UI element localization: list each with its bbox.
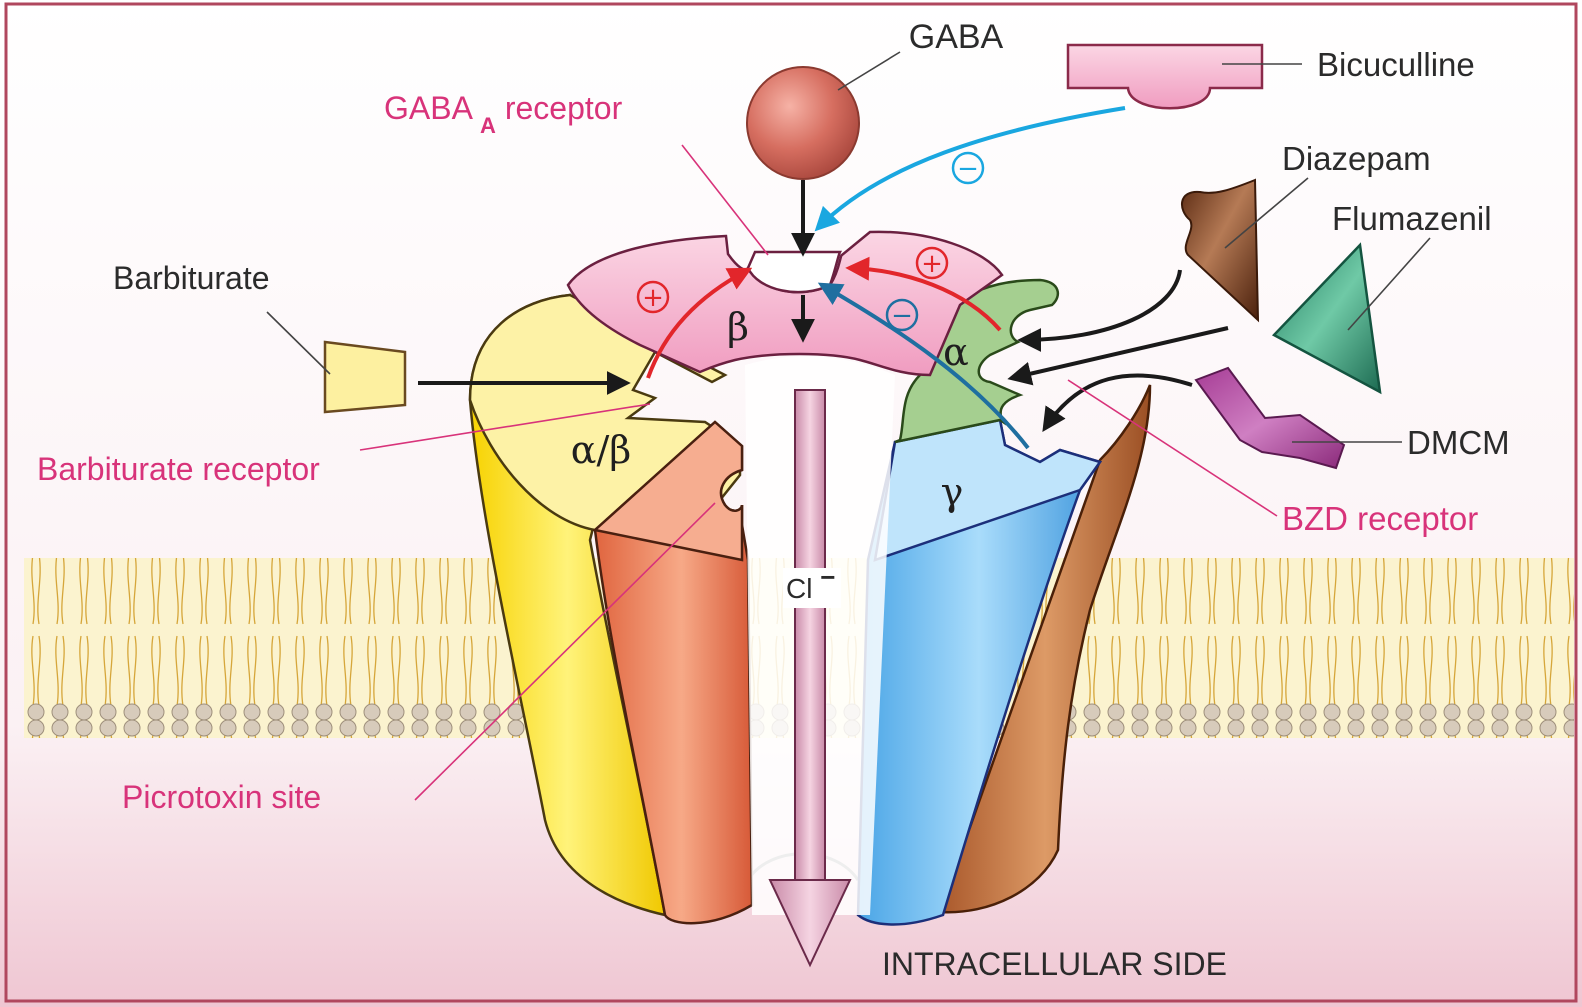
beta-subunit-label: β	[727, 305, 749, 349]
svg-text:+: +	[642, 283, 664, 313]
alpha-subunit-label: α	[943, 330, 969, 374]
chloride-symbol: Cl	[786, 573, 812, 604]
svg-text:−: −	[891, 301, 913, 331]
minus-sign-bicuculline: −	[953, 153, 983, 184]
bzd-receptor-label: BZD receptor	[1282, 500, 1478, 537]
gamma-subunit-label: γ	[941, 470, 964, 514]
gaba-label: GABA	[909, 18, 1004, 56]
bicuculline-label: Bicuculline	[1317, 46, 1475, 83]
diazepam-label: Diazepam	[1282, 140, 1431, 177]
barbiturate-receptor-label: Barbiturate receptor	[37, 451, 320, 487]
barbiturate-trapezoid-icon	[325, 342, 405, 412]
gaba-a-receptor-subscript: A	[480, 113, 496, 138]
svg-text:+: +	[921, 249, 943, 279]
gaba-a-receptor-main: GABA	[384, 90, 474, 126]
intracellular-side-label: INTRACELLULAR SIDE	[882, 946, 1227, 982]
plus-sign-bzd: +	[917, 248, 947, 279]
picrotoxin-site-label: Picrotoxin site	[122, 779, 321, 815]
alpha-beta-subunit-label: α/β	[571, 428, 631, 472]
barbiturate-label: Barbiturate	[113, 260, 270, 296]
flumazenil-label: Flumazenil	[1332, 200, 1492, 237]
chloride-charge: −	[820, 562, 835, 592]
svg-text:−: −	[957, 154, 979, 184]
gaba-a-receptor-suffix: receptor	[505, 90, 623, 126]
gaba-sphere-icon	[747, 67, 859, 179]
dmcm-label: DMCM	[1407, 424, 1510, 461]
minus-sign-dmcm: −	[887, 300, 917, 331]
plus-sign-barbiturate: +	[638, 282, 668, 313]
